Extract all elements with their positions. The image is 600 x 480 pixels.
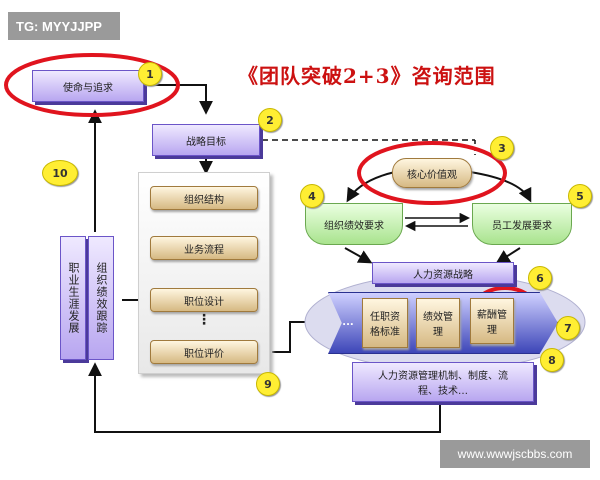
tag-label: TG: MYYJJPP [8,12,120,40]
node-position-eval: 职位评价 [150,340,258,364]
watermark: www.wwwjscbbs.com [440,440,590,468]
badge-6: 6 [528,266,552,290]
node-mission: 使命与追求 [32,70,144,102]
badge-3: 3 [490,136,514,160]
badge-8: 8 [540,348,564,372]
node-staff-dev: 员工发展要求 [472,203,572,245]
badge-9: 9 [256,372,280,396]
node-dots: ⋮ [197,312,211,328]
badge-1: 1 [138,62,162,86]
node-ellipsis: ... [342,316,354,328]
highlight-ring-mission [4,53,180,117]
node-perf-track: 组织绩效跟踪 [88,236,114,360]
node-hr-mechanism: 人力资源管理机制、制度、流程、技术… [352,362,534,402]
node-org-perf: 组织绩效要求 [305,203,403,245]
highlight-ring-values [357,141,507,205]
page-title: 《团队突破2+3》咨询范围 [238,64,496,88]
node-career: 职业生涯发展 [60,236,86,360]
arrow-mission-strategy [150,84,213,115]
badge-5: 5 [568,184,592,208]
node-business-process: 业务流程 [150,236,258,260]
node-comp-mgmt: 薪酬管理 [470,298,514,344]
badge-2: 2 [258,108,282,132]
badge-4: 4 [300,184,324,208]
node-core-values: 核心价值观 [392,158,472,188]
badge-10: 10 [42,160,78,186]
node-org-structure: 组织结构 [150,186,258,210]
badge-7: 7 [556,316,580,340]
node-position-design: 职位设计 [150,288,258,312]
node-perf-mgmt: 绩效管理 [416,298,460,348]
node-qualification: 任职资格标准 [362,298,408,348]
node-strategy: 战略目标 [152,124,260,156]
node-hr-strategy: 人力资源战略 [372,262,514,284]
